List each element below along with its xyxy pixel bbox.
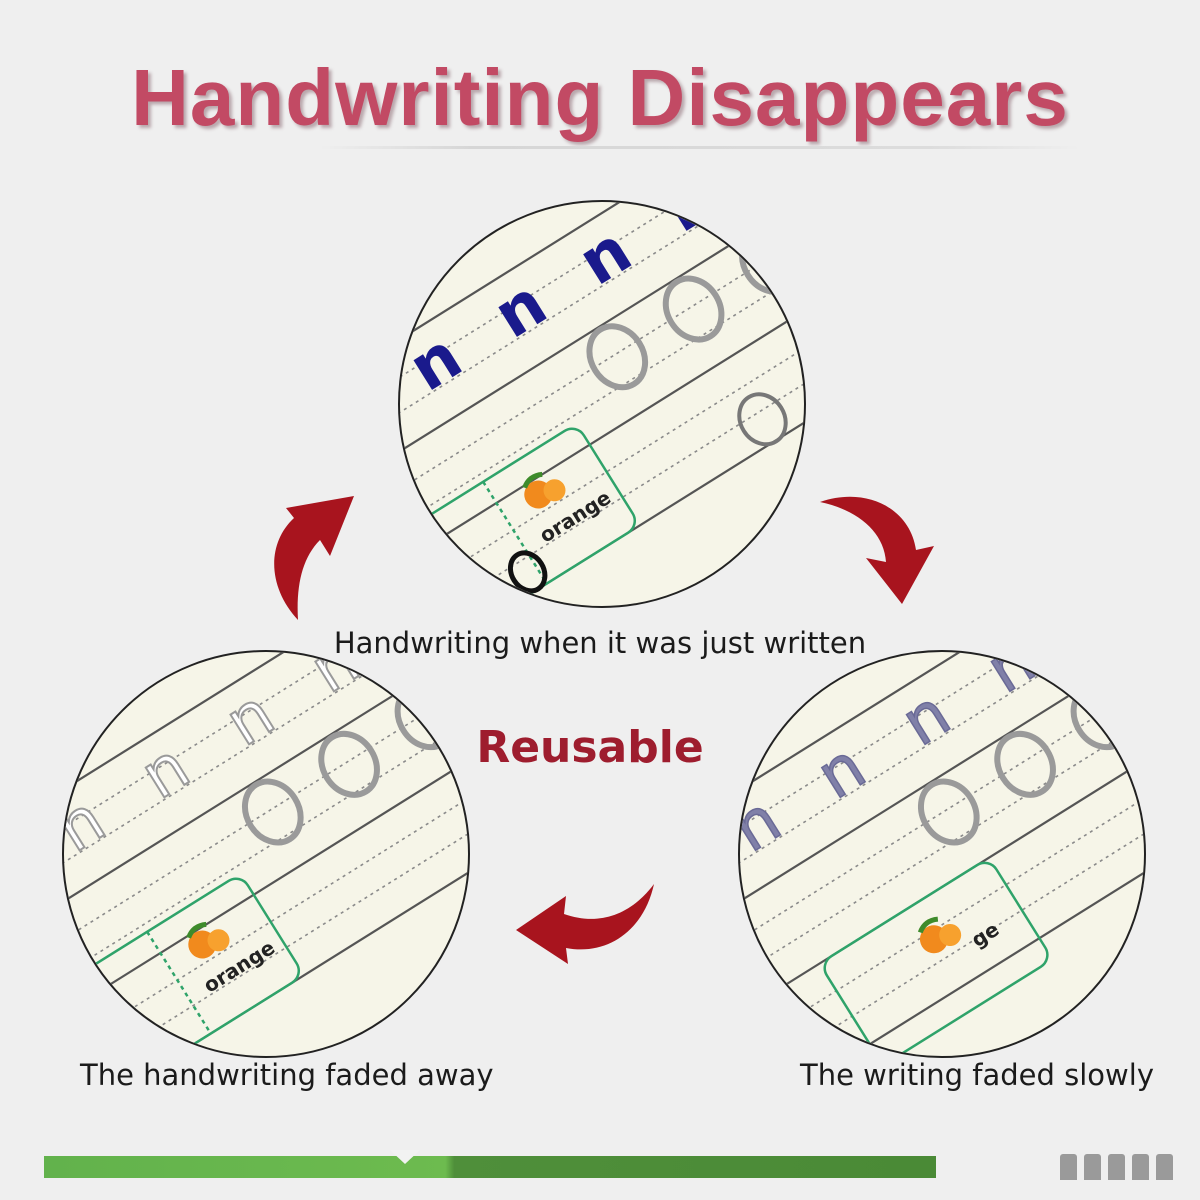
letter-n-fading: n xyxy=(974,652,1048,708)
practice-page-fresh-illustration: n n n n orange xyxy=(400,202,804,606)
footer-image-strip xyxy=(44,1156,936,1178)
practice-page-fading-illustration: n n n n ge xyxy=(740,652,1144,1056)
letter-n: n xyxy=(566,213,644,300)
page-title: Handwriting Disappears xyxy=(131,53,1069,142)
magnified-circle-fresh: n n n n orange xyxy=(398,200,806,608)
curved-arrow-left-icon xyxy=(516,884,654,964)
caption-faded: The handwriting faded away xyxy=(80,1058,494,1092)
thumbnail-tab[interactable] xyxy=(1108,1154,1125,1180)
reusable-label: Reusable xyxy=(476,722,704,773)
thumbnail-tab[interactable] xyxy=(1156,1154,1173,1180)
thumbnail-tab[interactable] xyxy=(1084,1154,1101,1180)
practice-page-faded-illustration: n n n n book orange xyxy=(64,652,468,1056)
magnified-circle-faded: n n n n book orange xyxy=(62,650,470,1058)
letter-n: n xyxy=(651,202,729,247)
letter-n: n xyxy=(400,319,475,406)
caption-fading: The writing faded slowly xyxy=(800,1058,1154,1092)
card-word: ge xyxy=(967,917,1003,952)
thumbnail-tab[interactable] xyxy=(1132,1154,1149,1180)
title-underline xyxy=(320,146,1080,149)
gallery-thumbnails-icon[interactable] xyxy=(1060,1154,1173,1180)
letter-n: n xyxy=(482,266,560,353)
letter-n-fading: n xyxy=(740,783,793,867)
thumbnail-tab[interactable] xyxy=(1060,1154,1077,1180)
curved-arrow-up-icon xyxy=(274,496,354,620)
orange-fruit-icon xyxy=(522,471,566,509)
letter-n-trace: n xyxy=(64,783,117,867)
orange-fruit-icon xyxy=(186,921,230,959)
caption-fresh: Handwriting when it was just written xyxy=(333,626,867,660)
orange-fruit-icon xyxy=(917,916,962,954)
curved-arrow-down-icon xyxy=(820,496,934,604)
letter-n-trace: n xyxy=(298,652,372,708)
magnified-circle-fading: n n n n ge xyxy=(738,650,1146,1058)
